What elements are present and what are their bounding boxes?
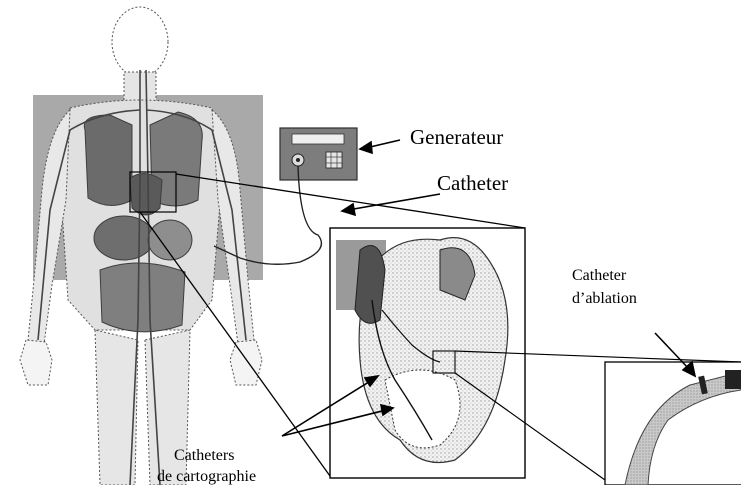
ablation-catheter-label-line1: Catheter [572, 267, 627, 284]
intestines [100, 263, 185, 332]
head [112, 7, 168, 77]
generator-display [292, 134, 344, 144]
right-hand [230, 340, 262, 385]
catheter-tip-panel [605, 362, 741, 485]
generator-device [280, 128, 357, 180]
left-lung [84, 115, 132, 206]
catheter-label: Catheter [437, 171, 508, 195]
heart [130, 173, 162, 215]
generator-keypad [326, 152, 342, 168]
liver [94, 216, 154, 260]
mapping-catheters-label-line1: Catheters [174, 447, 234, 464]
ablation-catheter-label-line2: d’ablation [572, 290, 637, 307]
left-hand [20, 340, 52, 385]
mapping-catheters-label-line2: de cartographie [157, 468, 256, 485]
generator-label: Generateur [410, 125, 503, 149]
